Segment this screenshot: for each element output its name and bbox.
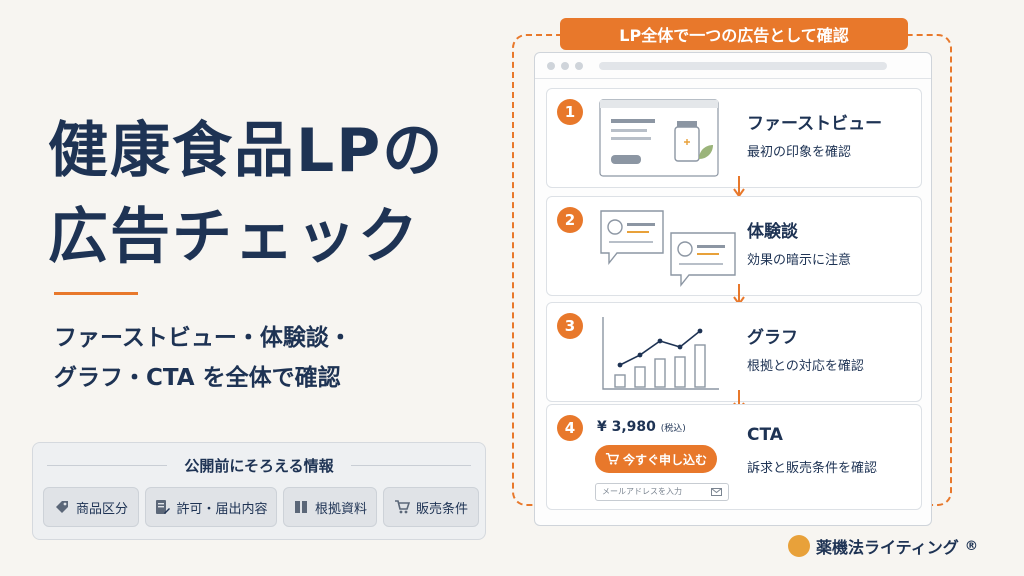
- step-card-graph: 3 グラフ 根拠との対応を確認: [546, 302, 922, 402]
- binder-icon: [294, 501, 307, 513]
- document-edit-icon: [156, 500, 171, 514]
- title-line-1: 健康食品LPの: [48, 116, 445, 186]
- subtitle-line-1: ファーストビュー・体験談・: [54, 325, 352, 351]
- step-description: 根拠との対応を確認: [747, 359, 864, 374]
- email-field[interactable]: メールアドレスを入力: [595, 483, 729, 501]
- tag-icon: [55, 501, 68, 513]
- info-box: 公開前にそろえる情報 商品区分 許可・届出内容 根拠資料 販売条件: [32, 442, 486, 540]
- info-rule-right: [351, 465, 471, 466]
- brand-name: 薬機法ライティング: [816, 538, 959, 557]
- step-number: 2: [557, 207, 583, 233]
- title-line-2: 広告チェック: [48, 202, 420, 272]
- step-title: グラフ: [747, 328, 798, 348]
- first-view-illustration: [599, 99, 719, 177]
- step-description: 訴求と販売条件を確認: [747, 461, 878, 476]
- subtitle: ファーストビュー・体験談・ グラフ・CTA を全体で確認: [54, 318, 352, 398]
- subtitle-line-2: グラフ・CTA を全体で確認: [54, 365, 341, 391]
- chip-sales-terms: 販売条件: [383, 487, 479, 527]
- chip-label: 商品区分: [75, 501, 128, 517]
- step-number: 1: [557, 99, 583, 125]
- step-number: 3: [557, 313, 583, 339]
- chip-permit: 許可・届出内容: [145, 487, 277, 527]
- step-card-first-view: 1 ファーストビュー 最初の印象を確認: [546, 88, 922, 188]
- price-label: ¥ 3,980 (税込): [597, 419, 686, 435]
- info-chips: 商品区分 許可・届出内容 根拠資料 販売条件: [43, 487, 479, 527]
- bar-chart-illustration: [602, 317, 719, 390]
- frame-label: LP全体で一つの広告として確認: [560, 18, 908, 50]
- chip-label: 根拠資料: [314, 501, 367, 517]
- cart-icon: [605, 453, 619, 465]
- step-card-cta: 4 ¥ 3,980 (税込) 今すぐ申し込む メールアドレスを入力 CTA 訴求…: [546, 404, 922, 510]
- window-dot: [547, 62, 555, 70]
- registered-mark: ®: [964, 538, 979, 554]
- step-title: ファーストビュー: [747, 114, 883, 134]
- step-description: 効果の暗示に注意: [747, 253, 852, 268]
- tax-note: (税込): [660, 424, 686, 434]
- email-placeholder: メールアドレスを入力: [602, 487, 682, 496]
- browser-toolbar: [535, 53, 931, 79]
- window-dot: [575, 62, 583, 70]
- address-bar: [599, 62, 887, 70]
- brand-logo: 薬機法ライティング ®: [788, 534, 978, 558]
- step-title: CTA: [747, 425, 783, 445]
- main-title: 健康食品LPの 広告チェック: [48, 108, 444, 280]
- window-dot: [561, 62, 569, 70]
- info-rule-left: [47, 465, 167, 466]
- chip-product-category: 商品区分: [43, 487, 139, 527]
- mail-icon: [711, 488, 722, 496]
- step-number: 4: [557, 415, 583, 441]
- price-value: ¥ 3,980: [597, 419, 656, 435]
- caduceus-icon: [788, 535, 810, 557]
- chip-label: 許可・届出内容: [176, 501, 268, 517]
- accent-divider: [54, 292, 138, 295]
- step-card-testimonial: 2 体験談 効果の暗示に注意: [546, 196, 922, 296]
- info-title: 公開前にそろえる情報: [184, 457, 334, 475]
- chip-evidence: 根拠資料: [283, 487, 377, 527]
- chip-label: 販売条件: [415, 501, 468, 517]
- cart-icon: [394, 500, 410, 514]
- testimonial-illustration: [600, 210, 736, 287]
- down-arrow-icon: [733, 176, 745, 198]
- apply-now-button[interactable]: 今すぐ申し込む: [595, 445, 717, 473]
- step-description: 最初の印象を確認: [747, 145, 852, 160]
- apply-now-label: 今すぐ申し込む: [622, 452, 707, 467]
- step-title: 体験談: [747, 222, 798, 242]
